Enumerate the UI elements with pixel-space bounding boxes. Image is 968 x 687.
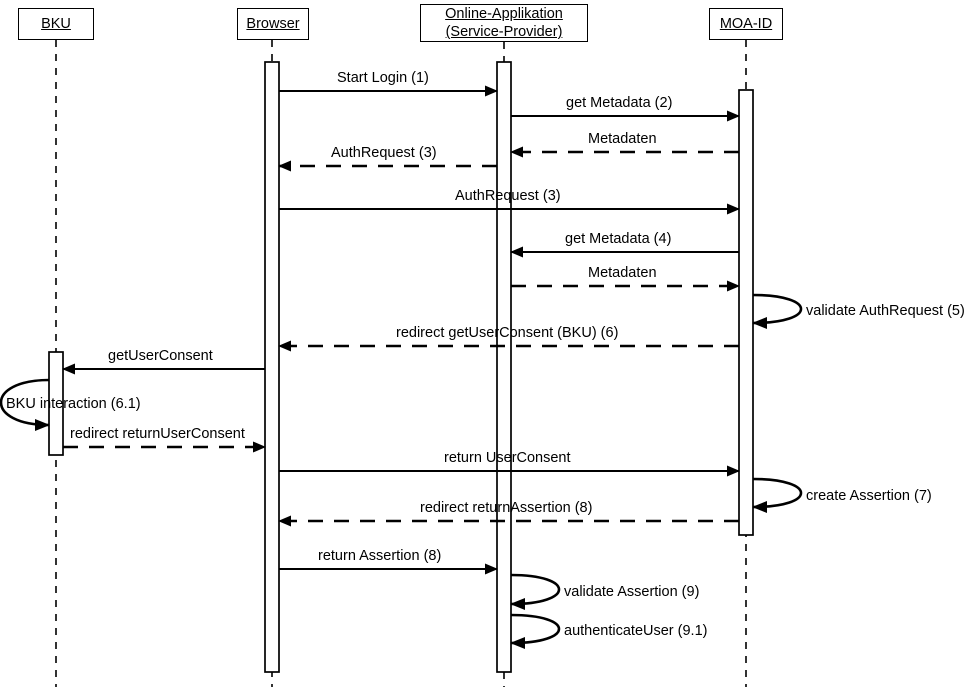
- lifeline-header-moaid[interactable]: MOA-ID: [709, 8, 783, 40]
- message-label: return UserConsent: [444, 450, 571, 466]
- activation-bar-oa: [496, 61, 512, 673]
- self-message-4: [510, 573, 561, 610]
- activation-bar-bku: [48, 351, 64, 456]
- lifeline-header-browser[interactable]: Browser: [237, 8, 309, 40]
- lifeline-header-label: Browser: [246, 15, 300, 32]
- message-label: Metadaten: [588, 131, 657, 147]
- self-message-label: authenticateUser (9.1): [564, 623, 708, 639]
- self-message-3: [752, 477, 803, 513]
- activation-bar-moaid: [738, 89, 754, 536]
- lifeline-header-oa[interactable]: Online-Applikation (Service-Provider): [420, 4, 588, 42]
- message-arrow-layer: [62, 85, 740, 575]
- lifeline-header-label: Online-Applikation (Service-Provider): [445, 5, 563, 40]
- self-message-label: validate Assertion (9): [564, 584, 700, 600]
- self-message-2: [0, 378, 50, 431]
- message-label: redirect returnUserConsent: [70, 426, 245, 442]
- message-label: redirect returnAssertion (8): [420, 500, 593, 516]
- self-message-label: create Assertion (7): [806, 488, 932, 504]
- message-label: get Metadata (2): [566, 95, 673, 111]
- self-message-label: validate AuthRequest (5): [806, 303, 965, 319]
- message-label: redirect getUserConsent (BKU) (6): [396, 325, 619, 341]
- message-label: return Assertion (8): [318, 548, 442, 564]
- self-message-1: [752, 293, 803, 329]
- message-label: get Metadata (4): [565, 231, 672, 247]
- self-message-5: [510, 613, 561, 649]
- lifeline-header-bku[interactable]: BKU: [18, 8, 94, 40]
- message-label: Start Login (1): [337, 70, 429, 86]
- message-label: Metadaten: [588, 265, 657, 281]
- self-message-label: BKU interaction (6.1): [6, 396, 141, 412]
- activation-bar-browser: [264, 61, 280, 673]
- message-label: AuthRequest (3): [331, 145, 437, 161]
- message-label: AuthRequest (3): [455, 188, 561, 204]
- activation-bar-layer: [48, 61, 754, 673]
- message-label: getUserConsent: [108, 348, 213, 364]
- lifeline-header-label: MOA-ID: [719, 15, 773, 32]
- self-message-layer: [0, 293, 803, 649]
- lifeline-header-label: BKU: [41, 15, 71, 32]
